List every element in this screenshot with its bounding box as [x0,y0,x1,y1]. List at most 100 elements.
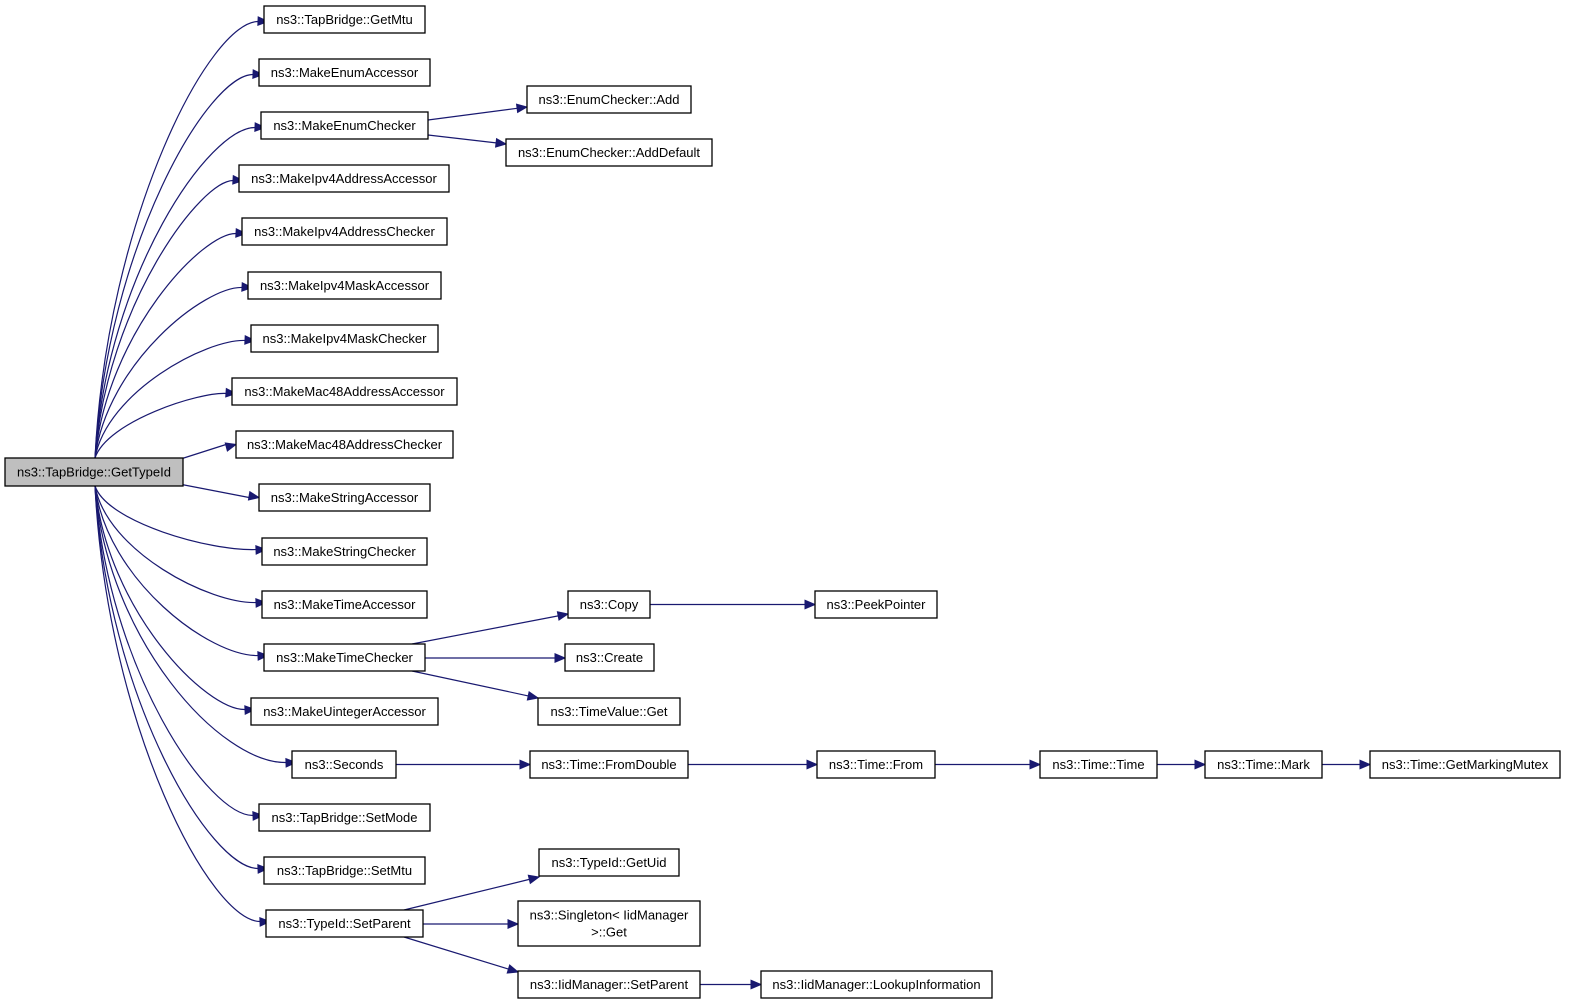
node-copy[interactable]: ns3::Copy [567,590,651,619]
node-iid-manager-lookup-information[interactable]: ns3::IidManager::LookupInformation [760,970,993,999]
edge-line [94,485,262,923]
node-box [263,643,426,672]
node-time-mark[interactable]: ns3::Time::Mark [1204,750,1323,779]
node-label: ns3::MakeMac48AddressAccessor [244,384,445,399]
edge-typeid-set-parent-to-typeid-get-uid [403,874,541,911]
call-nodes: ns3::TapBridge::GetTypeIdns3::TapBridge:… [4,5,1561,999]
node-enum-checker-add-default[interactable]: ns3::EnumChecker::AddDefault [505,138,713,167]
node-box [517,970,701,999]
node-enum-checker-add[interactable]: ns3::EnumChecker::Add [526,85,692,114]
arrowhead [232,174,245,185]
node-peek-pointer[interactable]: ns3::PeekPointer [814,590,938,619]
edge-root-to-make-ipv4-mask-accessor [94,282,254,459]
edge-line [94,286,244,459]
edge-typeid-set-parent-to-singleton-get [423,919,520,929]
edge-make-enum-checker-to-enum-checker-add-default [427,134,508,148]
node-box [258,58,431,87]
node-make-time-accessor[interactable]: ns3::MakeTimeAccessor [261,590,428,619]
node-box [263,5,426,34]
node-label: ns3::MakeUintegerAccessor [263,704,426,719]
node-set-mode[interactable]: ns3::TapBridge::SetMode [258,803,431,832]
node-time-value-get[interactable]: ns3::TimeValue::Get [537,697,681,726]
edge-root-to-set-mtu [94,485,270,874]
edge-line [182,443,227,459]
node-typeid-get-uid[interactable]: ns3::TypeId::GetUid [538,848,680,877]
edge-copy-to-peek-pointer [650,599,817,610]
edge-line [94,485,247,711]
node-make-enum-accessor[interactable]: ns3::MakeEnumAccessor [258,58,431,87]
node-make-ipv4-address-accessor[interactable]: ns3::MakeIpv4AddressAccessor [238,164,450,193]
node-box [1039,750,1158,779]
node-create[interactable]: ns3::Create [564,643,655,672]
node-make-ipv4-mask-accessor[interactable]: ns3::MakeIpv4MaskAccessor [247,271,442,300]
arrowhead [1029,759,1042,770]
node-label: ns3::Time::From [829,757,923,772]
arrowhead [224,442,238,452]
node-make-mac48-address-checker[interactable]: ns3::MakeMac48AddressChecker [235,430,454,459]
edge-root-to-typeid-set-parent [94,485,272,927]
edge-make-enum-checker-to-enum-checker-add [427,103,529,121]
node-make-ipv4-mask-checker[interactable]: ns3::MakeIpv4MaskChecker [250,324,439,353]
node-make-string-accessor[interactable]: ns3::MakeStringAccessor [258,483,431,512]
edge-line [94,20,260,459]
node-label: ns3::IidManager::SetParent [530,977,689,992]
node-iid-manager-set-parent[interactable]: ns3::IidManager::SetParent [517,970,701,999]
arrowhead [257,650,270,661]
edge-line [94,339,247,459]
node-box [4,457,184,487]
node-make-string-checker[interactable]: ns3::MakeStringChecker [261,537,428,566]
node-box [258,803,431,832]
node-label: ns3::MakeEnumAccessor [271,65,419,80]
node-time-from[interactable]: ns3::Time::From [816,750,936,779]
node-get-mtu[interactable]: ns3::TapBridge::GetMtu [263,5,426,34]
node-time-get-marking-mutex[interactable]: ns3::Time::GetMarkingMutex [1369,750,1561,779]
edge-make-time-checker-to-time-value-get [411,670,540,701]
edge-line [94,485,260,657]
arrowhead [506,964,520,974]
node-box [537,697,681,726]
node-set-mtu[interactable]: ns3::TapBridge::SetMtu [263,856,426,885]
arrowhead [244,705,257,715]
node-box [250,324,439,353]
node-box [1204,750,1323,779]
node-make-mac48-address-accessor[interactable]: ns3::MakeMac48AddressAccessor [231,377,458,406]
arrowhead [254,122,267,132]
node-root[interactable]: ns3::TapBridge::GetTypeId [4,457,184,487]
node-box [529,750,689,779]
arrowhead [285,757,298,768]
arrowhead [259,916,272,927]
node-box [760,970,993,999]
node-label: ns3::PeekPointer [826,597,926,612]
edge-root-to-make-ipv4-address-checker [94,227,248,459]
edge-time-time-to-time-mark [1157,759,1207,770]
node-label: ns3::MakeIpv4MaskAccessor [260,278,430,293]
node-box [247,271,442,300]
node-time-time[interactable]: ns3::Time::Time [1039,750,1158,779]
node-label: ns3::MakeIpv4AddressChecker [254,224,435,239]
node-time-from-double[interactable]: ns3::Time::FromDouble [529,750,689,779]
arrowhead [257,16,270,27]
node-box [505,138,713,167]
node-typeid-set-parent[interactable]: ns3::TypeId::SetParent [265,909,424,938]
node-label: ns3::EnumChecker::AddDefault [518,145,700,160]
edge-line [94,485,255,817]
node-box [241,217,448,246]
arrowhead [252,69,265,79]
node-label: ns3::TypeId::GetUid [552,855,667,870]
node-box [261,537,428,566]
node-make-enum-checker[interactable]: ns3::MakeEnumChecker [260,111,429,140]
node-label: ns3::Time::Mark [1217,757,1310,772]
arrowhead [804,599,817,610]
arrowhead [806,759,819,770]
edge-line [94,392,228,459]
node-make-ipv4-address-checker[interactable]: ns3::MakeIpv4AddressChecker [241,217,448,246]
edge-line [94,232,238,459]
node-box [291,750,397,779]
node-singleton-get[interactable]: ns3::Singleton< IidManager>::Get [517,900,701,947]
edge-root-to-make-enum-accessor [94,69,265,459]
node-make-uinteger-accessor[interactable]: ns3::MakeUintegerAccessor [250,697,439,726]
node-seconds[interactable]: ns3::Seconds [291,750,397,779]
arrowhead [526,690,540,701]
node-make-time-checker[interactable]: ns3::MakeTimeChecker [263,643,426,672]
